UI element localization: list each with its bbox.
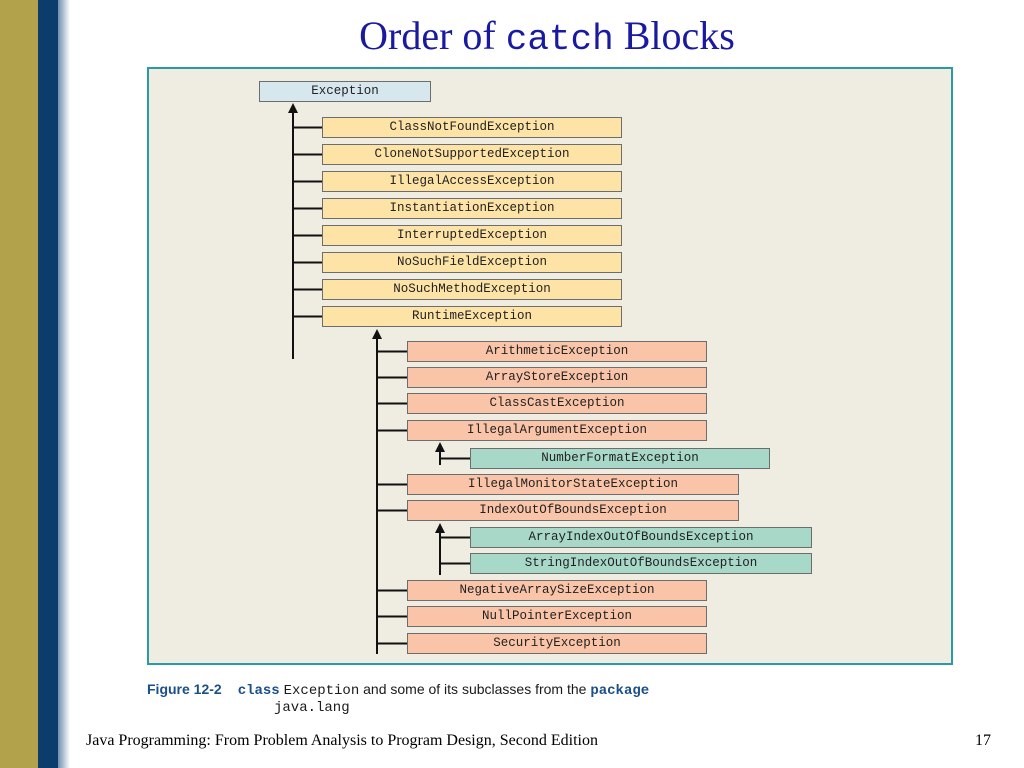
caption-keyword-package: package bbox=[590, 683, 650, 699]
left-stripe-olive bbox=[0, 0, 38, 768]
node-array-store-exception: ArrayStoreException bbox=[407, 367, 707, 388]
trunk-arrow-illegal-argument bbox=[435, 442, 445, 452]
title-prefix: Order of bbox=[359, 13, 506, 58]
page-number: 17 bbox=[975, 732, 991, 749]
title-code: catch bbox=[505, 19, 614, 60]
node-null-pointer-exception: NullPointerException bbox=[407, 606, 707, 627]
caption-keyword-class: class bbox=[237, 683, 280, 699]
left-stripe-gradient bbox=[58, 0, 70, 768]
caption-code-exception: Exception bbox=[283, 683, 360, 699]
node-illegal-access-exception: IllegalAccessException bbox=[322, 171, 622, 192]
node-negative-array-size-exception: NegativeArraySizeException bbox=[407, 580, 707, 601]
node-security-exception: SecurityException bbox=[407, 633, 707, 654]
left-stripe-navy bbox=[38, 0, 58, 768]
node-array-index-out-of-bounds-exception: ArrayIndexOutOfBoundsException bbox=[470, 527, 812, 548]
trunk-arrow-exception bbox=[288, 103, 298, 113]
node-class-not-found-exception: ClassNotFoundException bbox=[322, 117, 622, 138]
caption-label: Figure 12-2 bbox=[147, 681, 222, 697]
caption-code-package: java.lang bbox=[274, 700, 350, 716]
figure-caption: Figure 12-2 class Exception and some of i… bbox=[147, 681, 649, 717]
slide-footer: Java Programming: From Problem Analysis … bbox=[86, 732, 598, 749]
node-no-such-field-exception: NoSuchFieldException bbox=[322, 252, 622, 273]
trunk-arrow-index-out-of-bounds bbox=[435, 523, 445, 533]
node-interrupted-exception: InterruptedException bbox=[322, 225, 622, 246]
node-illegal-argument-exception: IllegalArgumentException bbox=[407, 420, 707, 441]
node-string-index-out-of-bounds-exception: StringIndexOutOfBoundsException bbox=[470, 553, 812, 574]
trunk-arrow-runtime-exception bbox=[372, 329, 382, 339]
node-illegal-monitor-state-exception: IllegalMonitorStateException bbox=[407, 474, 739, 495]
node-no-such-method-exception: NoSuchMethodException bbox=[322, 279, 622, 300]
node-clone-not-supported-exception: CloneNotSupportedException bbox=[322, 144, 622, 165]
node-exception: Exception bbox=[259, 81, 431, 102]
title-suffix: Blocks bbox=[613, 13, 735, 58]
slide-title: Order of catch Blocks bbox=[70, 10, 1024, 66]
node-class-cast-exception: ClassCastException bbox=[407, 393, 707, 414]
node-index-out-of-bounds-exception: IndexOutOfBoundsException bbox=[407, 500, 739, 521]
node-arithmetic-exception: ArithmeticException bbox=[407, 341, 707, 362]
node-number-format-exception: NumberFormatException bbox=[470, 448, 770, 469]
caption-text-middle: and some of its subclasses from the bbox=[359, 681, 591, 697]
node-instantiation-exception: InstantiationException bbox=[322, 198, 622, 219]
node-runtime-exception: RuntimeException bbox=[322, 306, 622, 327]
tree-connector-lines bbox=[288, 103, 470, 654]
